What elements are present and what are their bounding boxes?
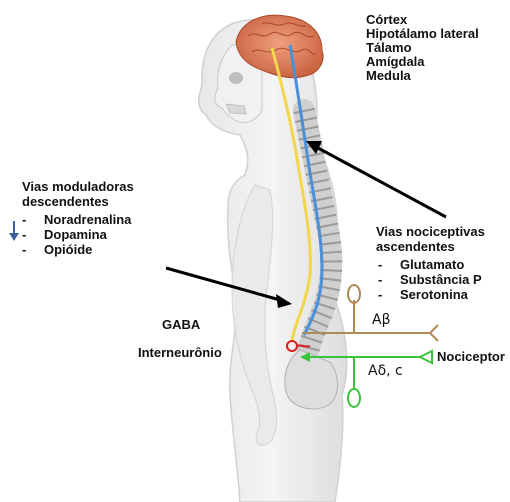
ascending-title-line2: ascendentes: [376, 240, 455, 254]
brain-region-label: Amígdala: [366, 55, 479, 69]
nociceptor-ending: [420, 351, 432, 363]
brain-region-label: Tálamo: [366, 41, 479, 55]
ascending-item: -Glutamato: [378, 257, 482, 272]
gaba-label: GABA: [162, 318, 200, 332]
descending-title-line1: Vias moduladoras: [22, 180, 134, 194]
nociceptor-label: Nociceptor: [437, 350, 505, 364]
ascending-item-label: Glutamato: [400, 257, 464, 272]
down-arrow-head: [9, 233, 19, 241]
brain-region-label: Hipotálamo lateral: [366, 27, 479, 41]
bullet-dash: -: [22, 212, 44, 227]
descending-item: -Dopamina: [22, 227, 131, 242]
brain-region-label: Medula: [366, 69, 479, 83]
a-beta-label: Aβ: [372, 313, 391, 327]
ascending-item-label: Substância P: [400, 272, 482, 287]
descending-title-line2: descendentes: [22, 195, 109, 209]
a-delta-soma: [348, 389, 360, 407]
descending-item-label: Noradrenalina: [44, 212, 131, 227]
ascending-item: -Serotonina: [378, 287, 482, 302]
interneuron-process: [297, 345, 310, 346]
eye-socket: [229, 72, 243, 84]
ascending-item: -Substância P: [378, 272, 482, 287]
descending-item-label: Opióide: [44, 242, 92, 257]
bullet-dash: -: [378, 257, 400, 272]
descending-item: -Noradrenalina: [22, 212, 131, 227]
a-delta-c-label: Aδ, c: [368, 364, 403, 378]
ascending-title-line1: Vias nociceptivas: [376, 225, 485, 239]
interneuron-label: Interneurônio: [138, 346, 222, 360]
ascending-item-label: Serotonina: [400, 287, 468, 302]
descending-item-label: Dopamina: [44, 227, 107, 242]
brain-regions-list: Córtex Hipotálamo lateral Tálamo Amígdal…: [366, 13, 479, 83]
descending-list: -Noradrenalina -Dopamina -Opióide: [22, 212, 131, 257]
bullet-dash: -: [22, 227, 44, 242]
ascending-list: -Glutamato -Substância P -Serotonina: [378, 257, 482, 302]
ascending-arrow: [318, 148, 446, 217]
bullet-dash: -: [378, 287, 400, 302]
brain-region-label: Córtex: [366, 13, 479, 27]
bullet-dash: -: [378, 272, 400, 287]
bullet-dash: -: [22, 242, 44, 257]
descending-item: -Opióide: [22, 242, 131, 257]
